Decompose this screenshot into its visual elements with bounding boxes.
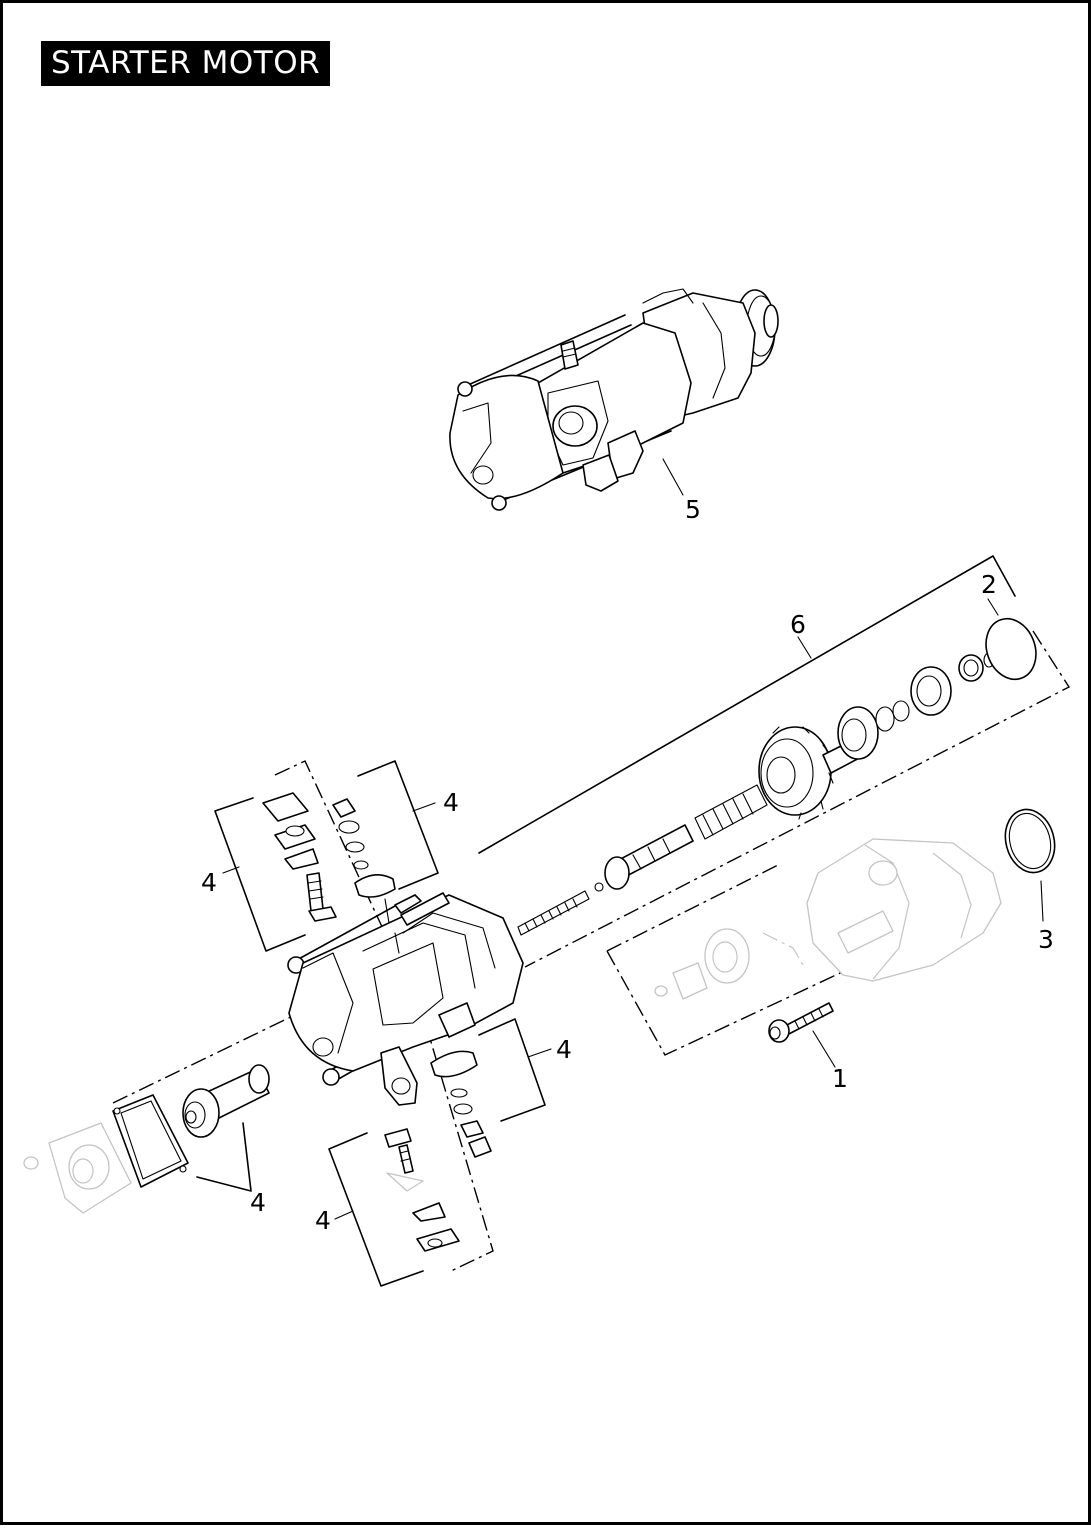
callout-4-plunger: 4	[250, 1188, 266, 1217]
mounting-bolt-1	[768, 1002, 836, 1068]
drive-housing-reference	[606, 838, 1002, 1056]
callout-2: 2	[981, 570, 997, 599]
callout-3: 3	[1038, 925, 1054, 954]
solenoid-cover-reference	[23, 1122, 132, 1214]
callout-4-lower-right: 4	[556, 1035, 572, 1064]
solenoid-plunger-kit	[112, 1064, 270, 1192]
terminal-kit-lower-left	[328, 1128, 460, 1287]
callout-4-upper-left: 4	[201, 868, 217, 897]
terminal-kit-upper-right	[332, 760, 439, 954]
callout-1: 1	[832, 1064, 848, 1093]
callout-4-lower-left: 4	[315, 1206, 331, 1235]
starter-drive-assembly	[478, 555, 1071, 968]
page-title: STARTER MOTOR	[41, 41, 331, 86]
callout-6: 6	[790, 610, 806, 639]
callout-5: 5	[685, 495, 701, 524]
o-ring-3	[1004, 808, 1056, 922]
callout-4-upper-right: 4	[443, 788, 459, 817]
terminal-kit-upper-left	[214, 792, 337, 952]
terminal-kit-lower-right	[430, 1018, 552, 1158]
starter-motor-exploded-view: 1 2 3 4 4 4 4 4 5 6	[23, 288, 1071, 1287]
assembled-starter-motor	[449, 288, 779, 511]
starter-motor-housing	[112, 760, 524, 1272]
